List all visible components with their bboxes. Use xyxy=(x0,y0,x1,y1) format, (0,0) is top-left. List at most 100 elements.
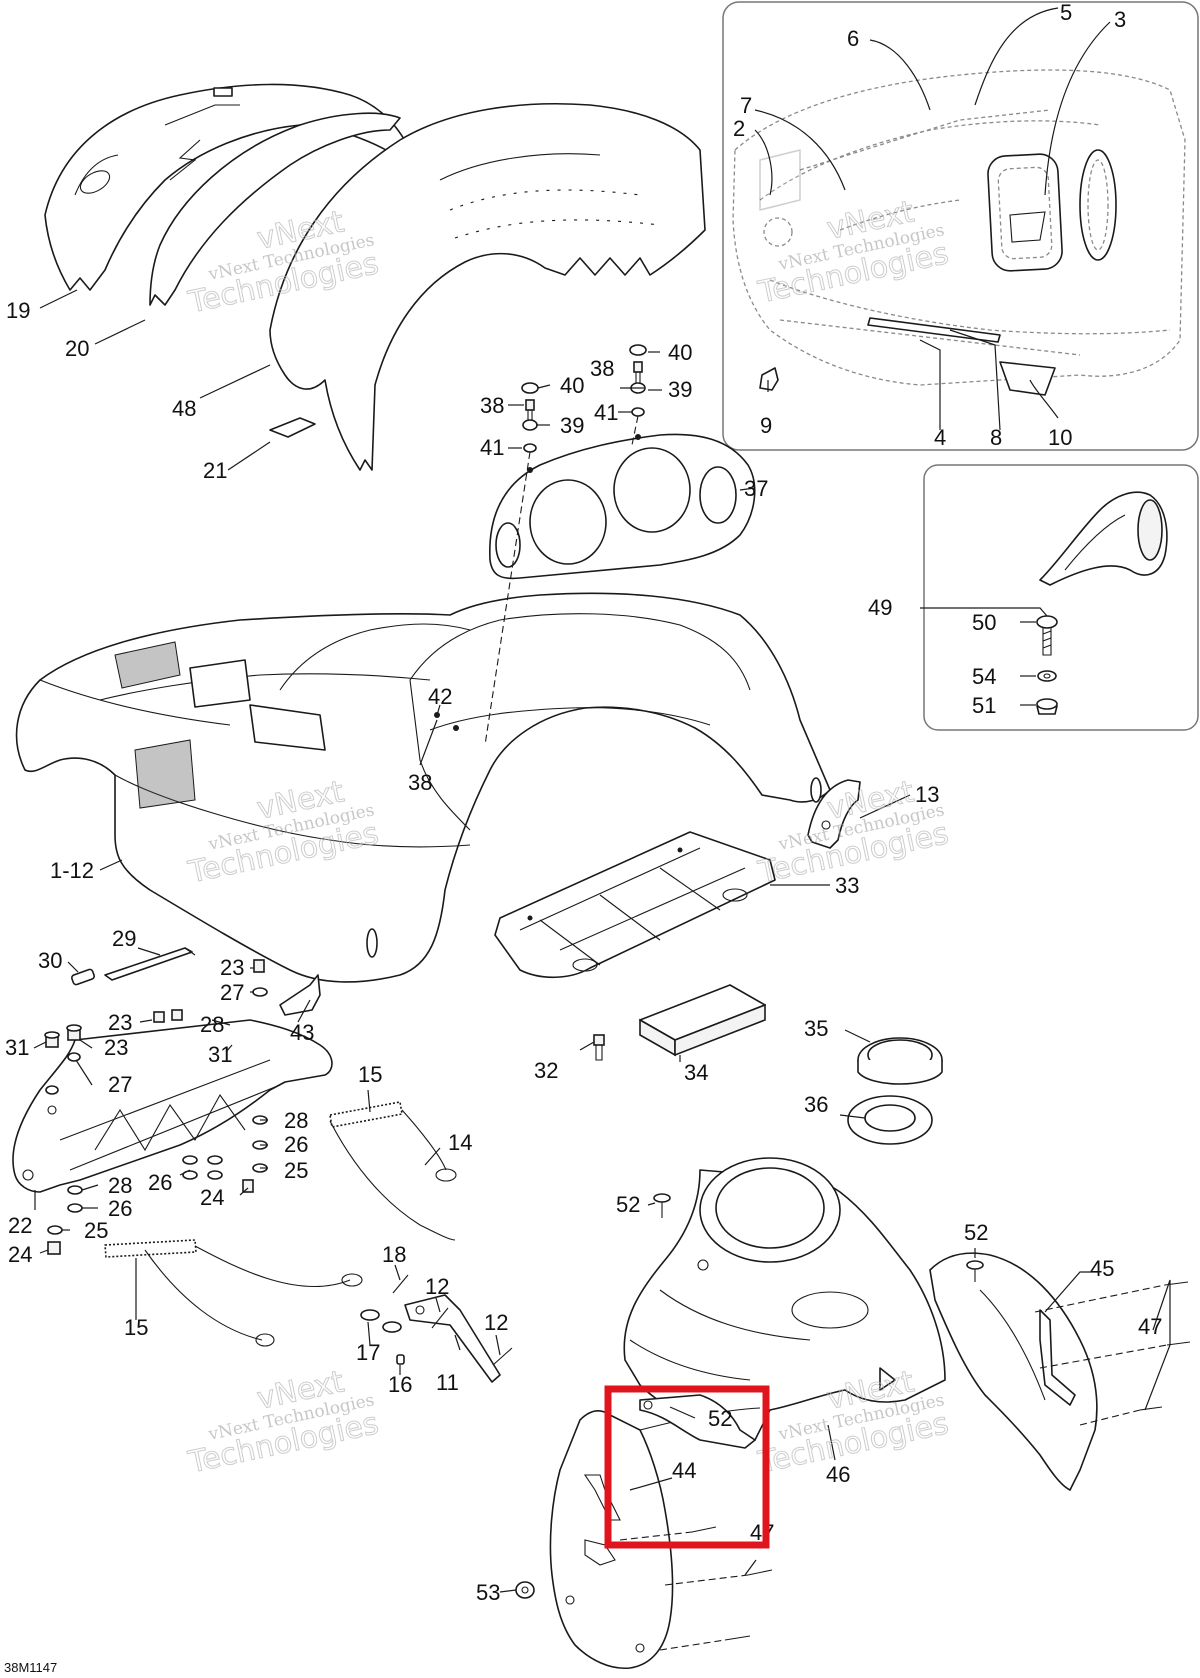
side-panel-19 xyxy=(44,83,416,291)
callout-38-bezel: 38 xyxy=(408,770,432,795)
grommet-52-top xyxy=(653,1193,671,1218)
spring-cable-15-upper xyxy=(329,1101,457,1241)
callout-17: 17 xyxy=(356,1340,380,1365)
screw-32 xyxy=(593,1034,605,1061)
callout-25-top: 25 xyxy=(284,1158,308,1183)
fasteners-22 xyxy=(44,959,268,1255)
bracket-13 xyxy=(807,779,861,849)
callout-11: 11 xyxy=(436,1370,459,1395)
callout-33: 33 xyxy=(835,873,859,898)
ring-nut-35 xyxy=(857,1037,943,1085)
callout-47-box: 47 xyxy=(750,1520,774,1545)
callout-15-low: 15 xyxy=(124,1315,148,1340)
document-code: 38M1147 xyxy=(4,1660,57,1675)
callout-32: 32 xyxy=(534,1058,558,1083)
pin-16 xyxy=(396,1354,405,1365)
callout-28-mid: 28 xyxy=(284,1108,308,1133)
callout-38-right: 38 xyxy=(590,356,614,381)
callout-28-low: 28 xyxy=(108,1173,132,1198)
callout-1-12: 1-12 xyxy=(50,858,94,883)
side-panel-45 xyxy=(929,1252,1098,1491)
callout-37: 37 xyxy=(744,476,768,501)
callout-14: 14 xyxy=(448,1130,472,1155)
callout-2: 2 xyxy=(733,116,745,141)
callout-23-low: 23 xyxy=(104,1035,128,1060)
callout-54: 54 xyxy=(972,664,996,689)
callout-41-left: 41 xyxy=(480,435,504,460)
callout-16: 16 xyxy=(388,1372,412,1397)
callout-29: 29 xyxy=(112,926,136,951)
watermark-5: vNext Technologies vNext Technologies xyxy=(184,1364,382,1481)
callout-49: 49 xyxy=(868,595,892,620)
callout-6: 6 xyxy=(847,26,859,51)
callout-labels: 19 20 48 21 6 5 3 7 2 9 4 8 10 40 38 39 … xyxy=(5,0,1162,1605)
callout-52-right: 52 xyxy=(964,1220,988,1245)
gauge-bezel-37 xyxy=(488,433,756,580)
callout-19: 19 xyxy=(6,298,30,323)
callout-12-top: 12 xyxy=(425,1274,449,1299)
callout-24-low: 24 xyxy=(8,1242,32,1267)
leader-lines xyxy=(33,7,1171,1593)
callout-31-right: 31 xyxy=(208,1042,232,1067)
pin-30 xyxy=(70,968,96,986)
callout-44: 44 xyxy=(672,1458,696,1483)
callout-46: 46 xyxy=(826,1462,850,1487)
callout-34: 34 xyxy=(684,1060,708,1085)
callout-27-mid: 27 xyxy=(108,1072,132,1097)
callout-13: 13 xyxy=(915,782,939,807)
mirror-49 xyxy=(1039,491,1168,586)
callout-42: 42 xyxy=(428,684,452,709)
callout-45: 45 xyxy=(1090,1256,1114,1281)
callout-26-left: 26 xyxy=(148,1170,172,1195)
spring-cable-15-lower xyxy=(104,1239,363,1347)
callout-40-left: 40 xyxy=(560,373,584,398)
callout-52-box: 52 xyxy=(708,1406,732,1431)
mudguard-48 xyxy=(269,103,706,471)
front-cowl-1-12 xyxy=(15,592,831,983)
bracket-43 xyxy=(279,974,321,1016)
screw-18 xyxy=(392,1274,409,1294)
callout-35: 35 xyxy=(804,1016,828,1041)
callout-8: 8 xyxy=(990,425,1002,450)
highlight-box xyxy=(604,1385,770,1549)
inset-frame-top-right xyxy=(722,1,1199,451)
callout-9: 9 xyxy=(760,413,772,438)
washer-53 xyxy=(515,1581,535,1599)
callout-43: 43 xyxy=(290,1020,314,1045)
callout-41-right: 41 xyxy=(594,400,618,425)
callout-28-top: 28 xyxy=(200,1012,224,1037)
callout-4: 4 xyxy=(934,425,946,450)
callout-7: 7 xyxy=(740,93,752,118)
screw-stack-right xyxy=(629,344,647,417)
rod-29 xyxy=(104,947,196,981)
callout-23-top: 23 xyxy=(220,955,244,980)
callout-3: 3 xyxy=(1114,7,1126,32)
callout-18: 18 xyxy=(382,1242,406,1267)
callout-10: 10 xyxy=(1048,425,1072,450)
screw-50 xyxy=(1036,615,1058,656)
callout-5: 5 xyxy=(1060,0,1072,25)
callout-47-right: 47 xyxy=(1138,1314,1162,1339)
screw-12-b xyxy=(492,1347,513,1366)
callout-50: 50 xyxy=(972,610,996,635)
callout-31-left: 31 xyxy=(5,1035,29,1060)
callout-12-low: 12 xyxy=(484,1310,508,1335)
rivets-47 xyxy=(619,1281,1191,1651)
callout-53: 53 xyxy=(476,1580,500,1605)
callout-39-left: 39 xyxy=(560,413,584,438)
o-ring-17 xyxy=(360,1309,402,1333)
callout-24-top: 24 xyxy=(200,1185,224,1210)
gasket-36 xyxy=(847,1095,933,1145)
callout-38-left: 38 xyxy=(480,393,504,418)
latch-lever-11 xyxy=(404,1294,501,1383)
callout-36: 36 xyxy=(804,1092,828,1117)
side-panel-20 xyxy=(149,112,401,306)
callout-15-top: 15 xyxy=(358,1062,382,1087)
callout-25-low: 25 xyxy=(84,1218,108,1243)
callout-26-low: 26 xyxy=(108,1196,132,1221)
callout-48: 48 xyxy=(172,396,196,421)
screw-stack-left xyxy=(521,382,539,453)
callout-20: 20 xyxy=(65,336,89,361)
bracket-52 xyxy=(639,1394,756,1449)
